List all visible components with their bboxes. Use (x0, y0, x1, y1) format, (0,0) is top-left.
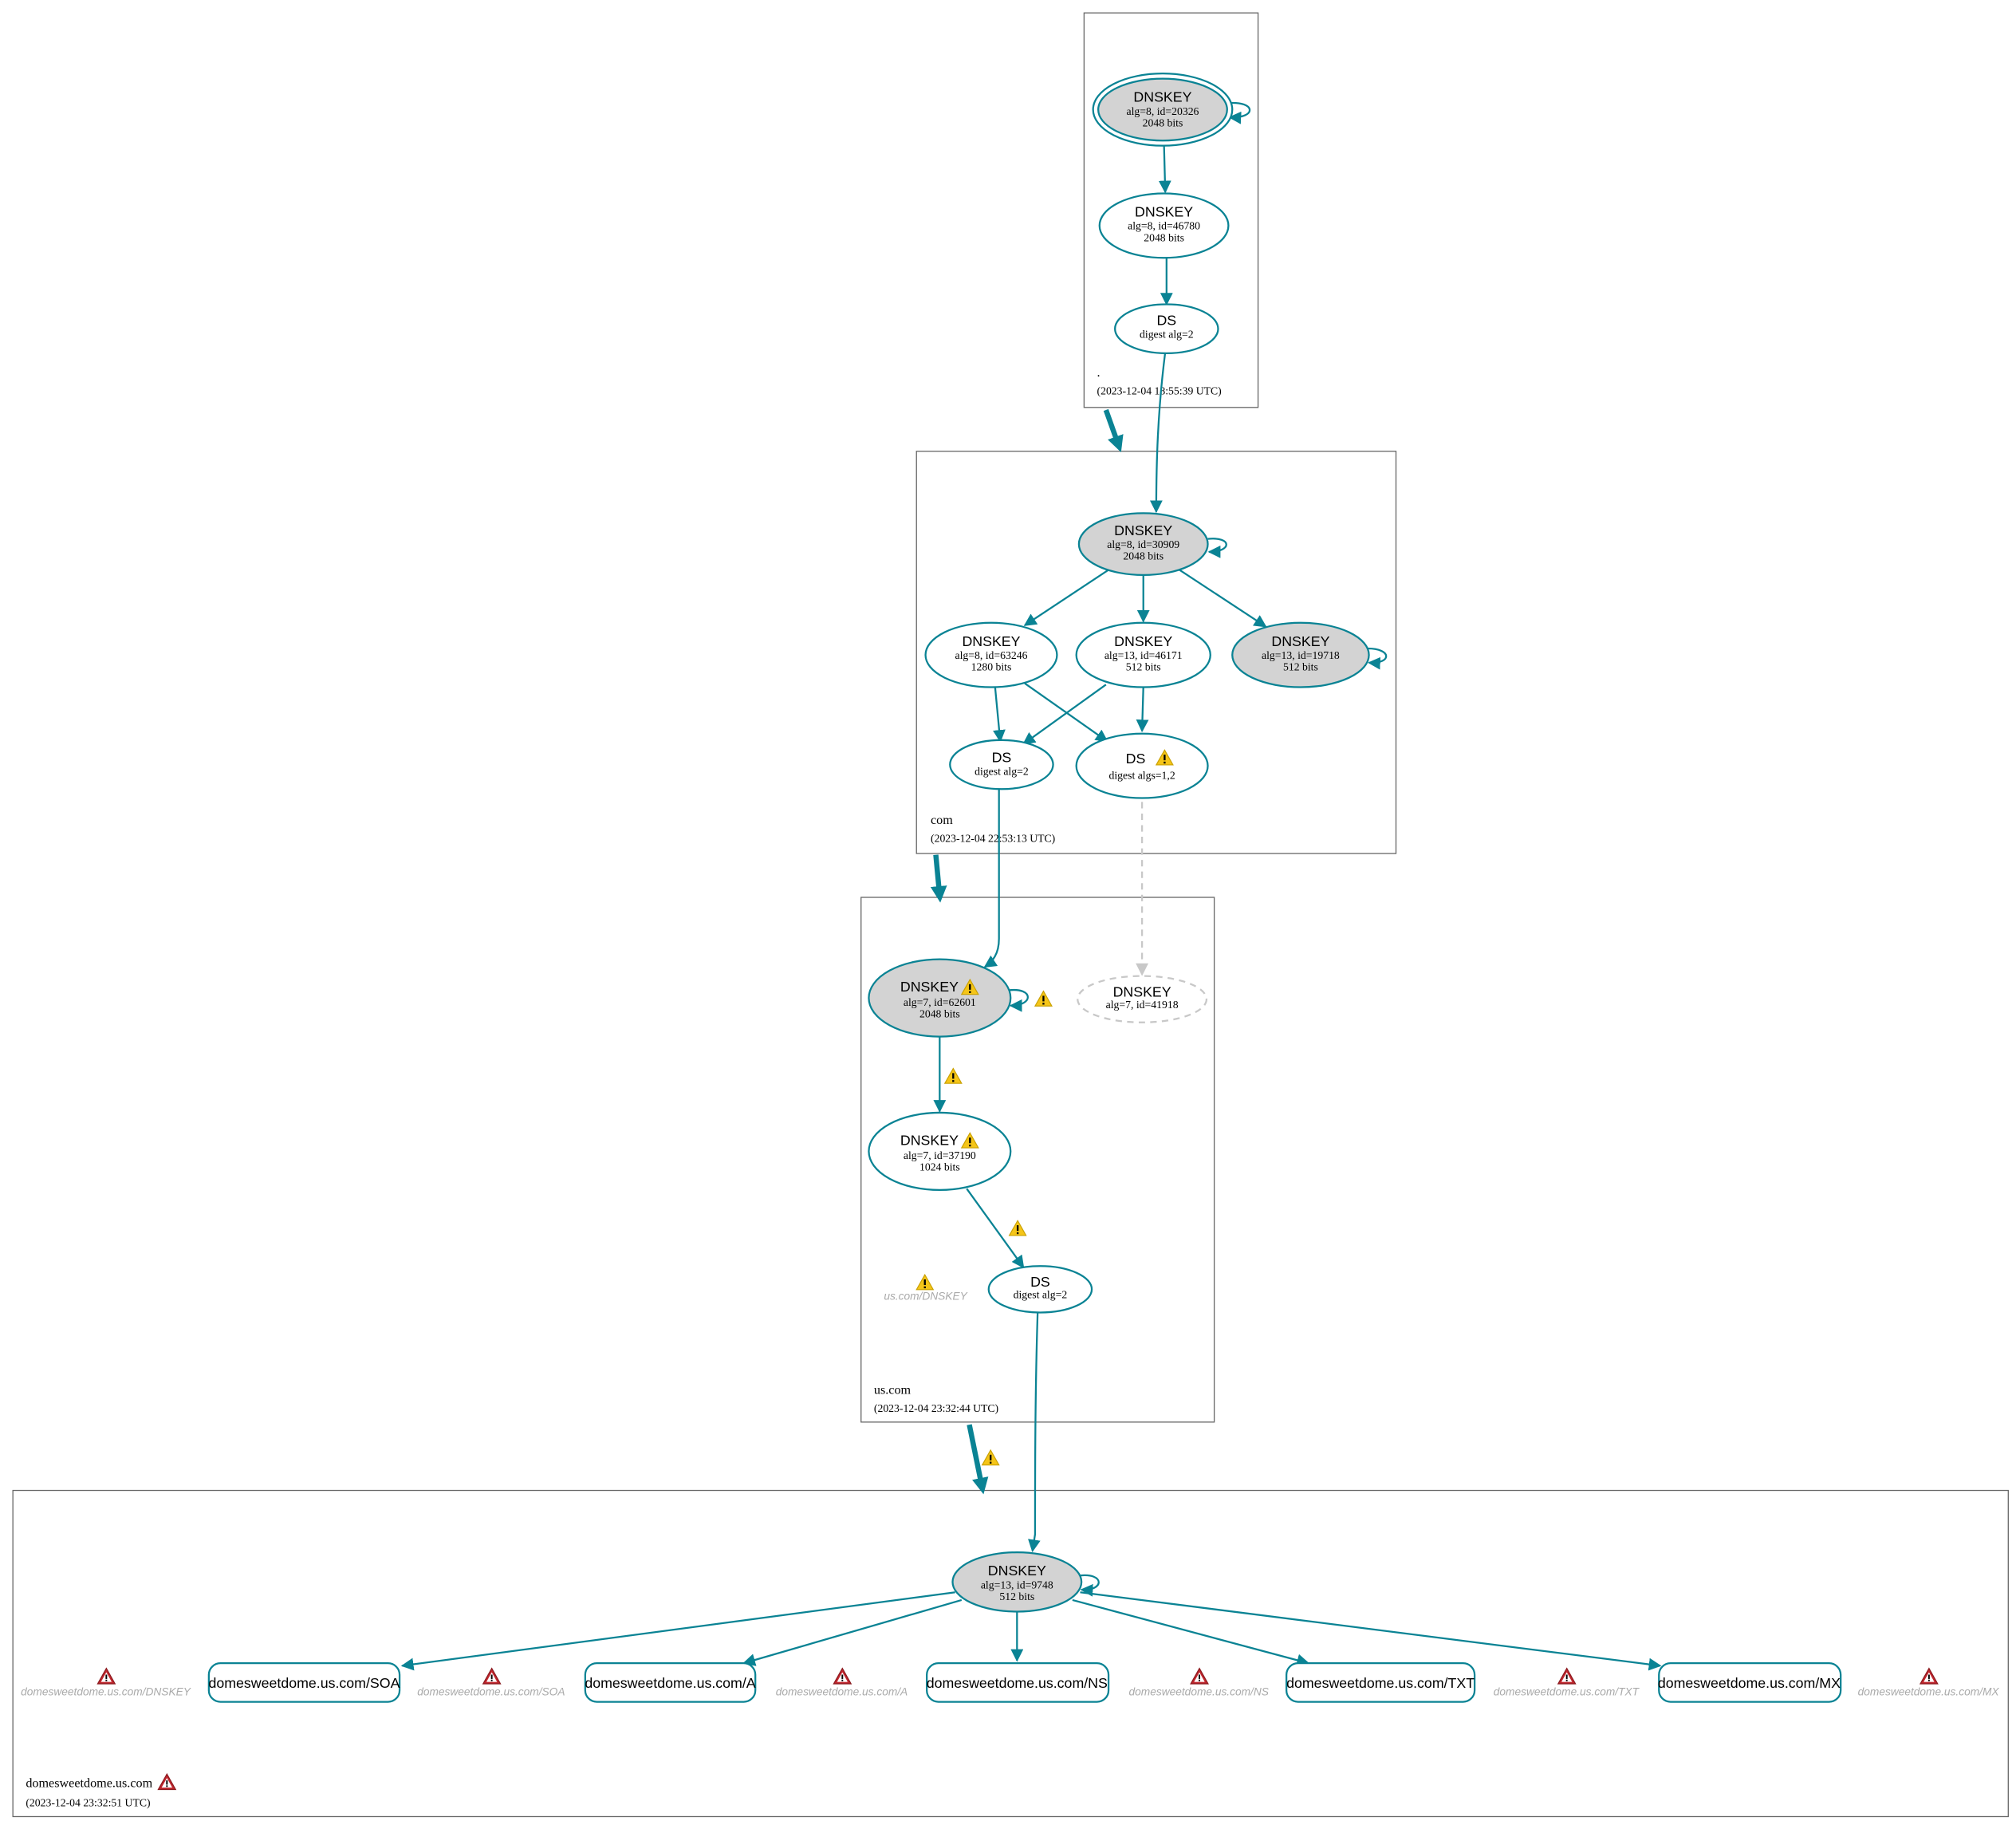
zone-date: (2023-12-04 18:55:39 UTC) (1097, 385, 1222, 398)
delegation-arrow (1103, 408, 1124, 453)
node-dnskey-46780[interactable]: DNSKEY alg=8, id=46780 2048 bits (1098, 192, 1230, 259)
svg-text:DNSKEY: DNSKEY (1113, 983, 1171, 999)
node-dnskey-46171[interactable]: DNSKEY alg=13, id=46171 512 bits (1075, 621, 1211, 688)
svg-text:2048 bits: 2048 bits (1144, 231, 1184, 243)
svg-text:DNSKEY: DNSKEY (988, 1563, 1046, 1579)
svg-text:domesweetdome.us.com/MX: domesweetdome.us.com/MX (1858, 1686, 2000, 1698)
node-dnskey-30909[interactable]: DNSKEY alg=8, id=30909 2048 bits (1077, 512, 1209, 577)
rrset-txt[interactable]: domesweetdome.us.com/TXT (1286, 1661, 1476, 1703)
zone-label: . (1097, 366, 1101, 380)
svg-text:2048 bits: 2048 bits (919, 1007, 960, 1019)
rrset-mx[interactable]: domesweetdome.us.com/MX (1658, 1661, 1842, 1703)
error-soa: domesweetdome.us.com/SOA (417, 1667, 565, 1698)
svg-text:alg=8, id=63246: alg=8, id=63246 (955, 649, 1028, 661)
svg-text:alg=13, id=9748: alg=13, id=9748 (981, 1579, 1053, 1590)
zone-date: (2023-12-04 22:53:13 UTC) (931, 833, 1055, 845)
node-ds-us-com[interactable]: DS digest alg=2 (987, 1265, 1093, 1314)
svg-text:2048 bits: 2048 bits (1143, 116, 1183, 128)
node-dnskey-41918[interactable]: DNSKEY alg=7, id=41918 (1077, 975, 1208, 1023)
delegation-arrow (930, 854, 947, 903)
svg-text:alg=7, id=37190: alg=7, id=37190 (904, 1149, 976, 1161)
zone-date: (2023-12-04 23:32:51 UTC) (26, 1797, 150, 1810)
error-a: domesweetdome.us.com/A (776, 1667, 908, 1698)
svg-text:digest alg=2: digest alg=2 (975, 765, 1029, 777)
svg-text:DS: DS (1126, 751, 1146, 767)
svg-text:domesweetdome.us.com/MX: domesweetdome.us.com/MX (1658, 1675, 1841, 1691)
node-dnskey-62601[interactable]: DNSKEY alg=7, id=62601 2048 bits (868, 958, 1012, 1038)
svg-text:DS: DS (992, 749, 1012, 765)
node-ds-root[interactable]: DS digest alg=2 (1114, 303, 1219, 355)
zone-date: (2023-12-04 23:32:44 UTC) (874, 1402, 998, 1415)
svg-text:1280 bits: 1280 bits (971, 661, 1012, 673)
error-txt: domesweetdome.us.com/TXT (1494, 1667, 1640, 1698)
node-dnskey-37190[interactable]: DNSKEY alg=7, id=37190 1024 bits (868, 1111, 1012, 1192)
node-dnskey-19718[interactable]: DNSKEY alg=13, id=19718 512 bits (1231, 621, 1370, 688)
error-label: us.com/DNSKEY (884, 1290, 967, 1302)
svg-text:domesweetdome.us.com/SOA: domesweetdome.us.com/SOA (417, 1686, 565, 1698)
warning-icon (982, 1449, 1000, 1466)
svg-text:alg=7, id=41918: alg=7, id=41918 (1106, 999, 1179, 1011)
node-dnskey-9748[interactable]: DNSKEY alg=13, id=9748 512 bits (951, 1551, 1083, 1613)
svg-text:domesweetdome.us.com/A: domesweetdome.us.com/A (776, 1686, 908, 1698)
error-mx: domesweetdome.us.com/MX (1858, 1667, 2000, 1698)
svg-text:DNSKEY: DNSKEY (1114, 522, 1172, 538)
svg-text:domesweetdome.us.com/A: domesweetdome.us.com/A (585, 1675, 755, 1691)
svg-text:512 bits: 512 bits (999, 1590, 1034, 1602)
svg-text:DS: DS (1030, 1274, 1050, 1290)
zone-label: us.com (874, 1383, 912, 1397)
svg-text:512 bits: 512 bits (1126, 661, 1161, 673)
svg-text:alg=8, id=30909: alg=8, id=30909 (1107, 538, 1179, 550)
svg-text:digest algs=1,2: digest algs=1,2 (1109, 769, 1175, 781)
edges (400, 101, 1662, 1671)
svg-text:DNSKEY: DNSKEY (900, 1132, 959, 1148)
svg-text:alg=8, id=46780: alg=8, id=46780 (1128, 220, 1200, 232)
node-dnskey-63246[interactable]: DNSKEY alg=8, id=63246 1280 bits (924, 621, 1058, 688)
node-ds-com-1[interactable]: DS digest alg=2 (949, 739, 1054, 790)
svg-text:digest alg=2: digest alg=2 (1140, 329, 1194, 341)
node-ds-com-2[interactable]: DS digest algs=1,2 (1075, 732, 1209, 799)
svg-text:alg=13, id=19718: alg=13, id=19718 (1262, 649, 1340, 661)
delegation-arrow (967, 1424, 989, 1495)
zone-label: com (931, 814, 953, 827)
svg-text:DNSKEY: DNSKEY (962, 633, 1020, 649)
svg-text:domesweetdome.us.com/TXT: domesweetdome.us.com/TXT (1494, 1686, 1640, 1698)
svg-text:digest alg=2: digest alg=2 (1014, 1289, 1068, 1301)
error-dnskey: domesweetdome.us.com/DNSKEY (21, 1667, 191, 1698)
svg-text:alg=7, id=62601: alg=7, id=62601 (904, 996, 976, 1008)
node-dnskey-20326[interactable]: DNSKEY alg=8, id=20326 2048 bits (1092, 73, 1234, 147)
rrset-soa[interactable]: domesweetdome.us.com/SOA (207, 1661, 401, 1703)
svg-text:alg=8, id=20326: alg=8, id=20326 (1127, 105, 1199, 117)
svg-text:DNSKEY: DNSKEY (1114, 633, 1172, 649)
svg-text:domesweetdome.us.com/SOA: domesweetdome.us.com/SOA (208, 1675, 400, 1691)
rrset-a[interactable]: domesweetdome.us.com/A (584, 1661, 757, 1703)
svg-text:DNSKEY: DNSKEY (900, 979, 959, 995)
error-ns: domesweetdome.us.com/NS (1129, 1667, 1269, 1698)
svg-text:alg=13, id=46171: alg=13, id=46171 (1104, 649, 1183, 661)
svg-text:2048 bits: 2048 bits (1123, 550, 1164, 562)
zone-label: domesweetdome.us.com (26, 1776, 152, 1790)
svg-text:domesweetdome.us.com/NS: domesweetdome.us.com/NS (927, 1675, 1108, 1691)
svg-text:DNSKEY: DNSKEY (1271, 633, 1329, 649)
svg-text:DNSKEY: DNSKEY (1133, 89, 1191, 105)
rrset-ns[interactable]: domesweetdome.us.com/NS (926, 1661, 1110, 1703)
svg-text:DS: DS (1156, 312, 1176, 328)
zone-box (12, 1489, 2009, 1818)
svg-text:domesweetdome.us.com/NS: domesweetdome.us.com/NS (1129, 1686, 1269, 1698)
svg-text:domesweetdome.us.com/DNSKEY: domesweetdome.us.com/DNSKEY (21, 1686, 191, 1698)
zone-domesweetdome: domesweetdome.us.com (2023-12-04 23:32:5… (12, 1489, 2009, 1818)
svg-text:512 bits: 512 bits (1283, 661, 1318, 673)
svg-text:1024 bits: 1024 bits (919, 1161, 960, 1173)
svg-text:domesweetdome.us.com/TXT: domesweetdome.us.com/TXT (1286, 1675, 1475, 1691)
svg-text:DNSKEY: DNSKEY (1135, 204, 1193, 220)
